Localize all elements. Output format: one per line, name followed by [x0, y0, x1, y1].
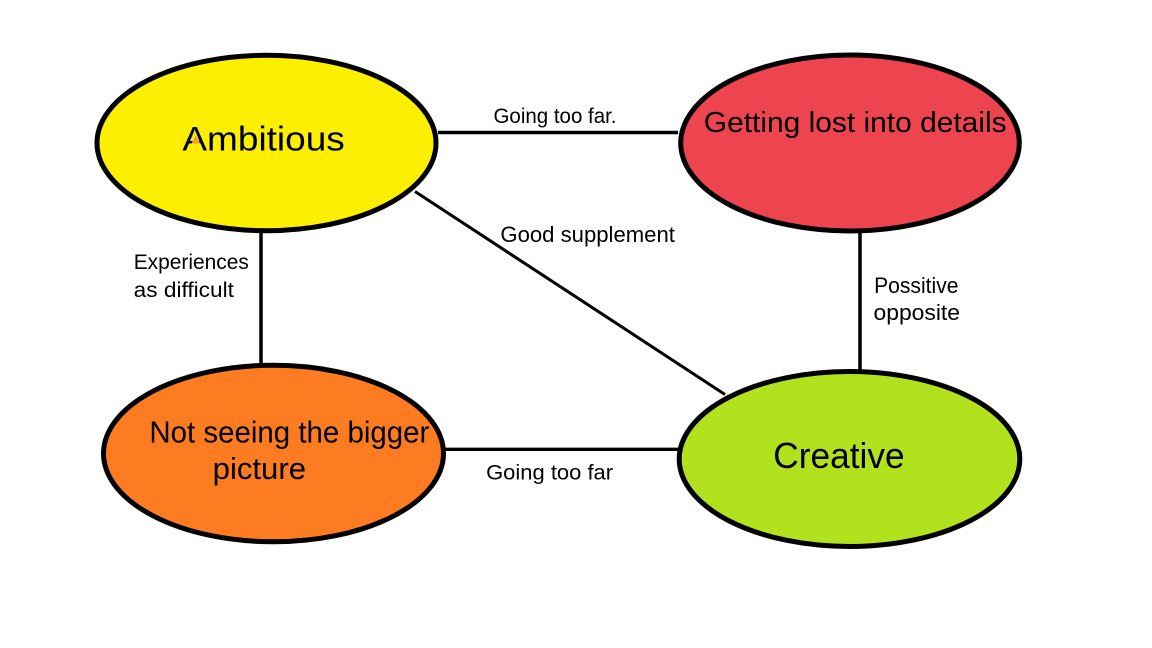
svg-text:picture: picture [213, 451, 306, 486]
svg-text:opposite: opposite [874, 300, 961, 325]
svg-text:Possitive: Possitive [874, 273, 958, 298]
svg-text:Creative: Creative [773, 435, 904, 476]
svg-text:Experiences: Experiences [134, 251, 249, 274]
svg-text:Going too far.: Going too far. [494, 105, 617, 128]
svg-text:Ambitious: Ambitious [182, 120, 344, 158]
svg-text:Going too far: Going too far [486, 462, 613, 485]
svg-text:Not seeing the bigger: Not seeing the bigger [149, 415, 429, 450]
svg-text:Getting lost into details: Getting lost into details [704, 107, 1007, 139]
svg-text:as difficult: as difficult [134, 279, 234, 302]
svg-text:Good supplement: Good supplement [500, 222, 675, 247]
